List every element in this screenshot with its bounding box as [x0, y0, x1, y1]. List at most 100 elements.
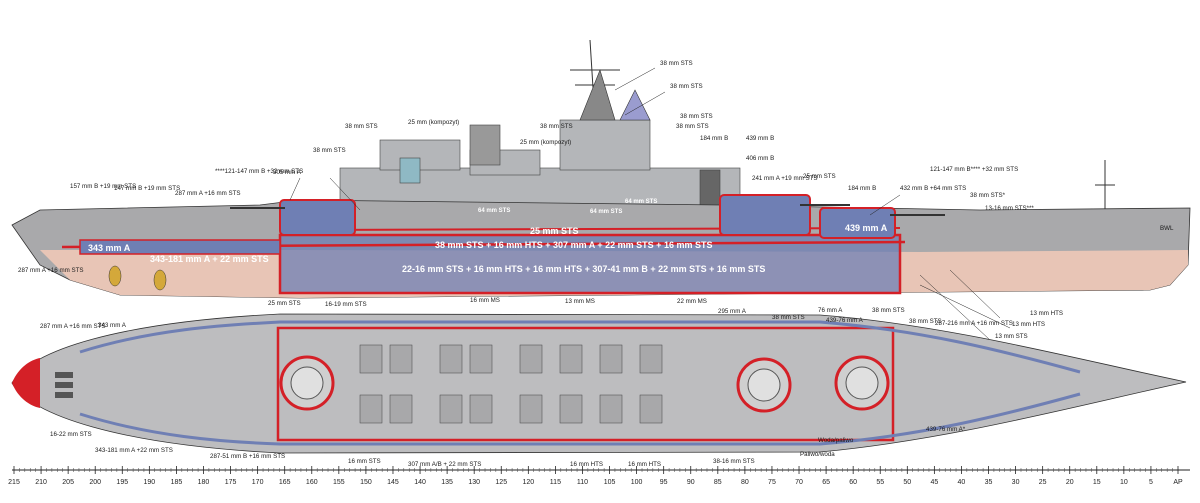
- callout: 184 mm B: [848, 185, 876, 192]
- callout: 406 mm B: [746, 155, 774, 162]
- scale-tick-label: 200: [89, 479, 101, 486]
- scale-tick-label: 30: [1012, 479, 1020, 486]
- scale-tick-label: 155: [333, 479, 345, 486]
- barbette: [736, 357, 792, 413]
- scale-tick-label: 115: [550, 479, 561, 486]
- callout: 439-76 mm A: [826, 317, 864, 324]
- callout: 38 mm STS: [909, 318, 942, 325]
- armor-label-lower: 22-16 mm STS + 16 mm HTS + 16 mm HTS + 3…: [402, 264, 765, 274]
- callout: Paliwo/woda: [800, 451, 835, 458]
- callout: 16-19 mm STS: [325, 301, 367, 308]
- funnel-main: [619, 89, 651, 121]
- callout: 38 mm STS: [872, 307, 905, 314]
- scale-tick-label: 125: [495, 479, 507, 486]
- armor-label-64-2: 64 mm STS: [590, 209, 622, 215]
- scale-tick-label: 85: [714, 479, 722, 486]
- scale-tick-label: 140: [414, 479, 426, 486]
- callout: 147 mm B +19 mm STS: [114, 185, 180, 192]
- scale-tick-label: 170: [252, 479, 264, 486]
- scale-tick-label: 10: [1120, 479, 1128, 486]
- bow-cap: [12, 358, 40, 408]
- callout: 38 mm STS: [540, 123, 573, 130]
- callout: 38-16 mm STS: [713, 458, 755, 465]
- scale-tick-label: 160: [306, 479, 318, 486]
- callout: ****121-147 mm B +32 mm STS: [215, 168, 303, 175]
- scale-tick-label: 55: [876, 479, 884, 486]
- turret-side-3: [819, 207, 945, 239]
- callout: 38 mm STS: [680, 113, 713, 120]
- callout: 13 mm STS: [995, 333, 1028, 340]
- callout: 343 mm A: [98, 322, 127, 329]
- armor-label-439: 439 mm A: [845, 223, 888, 233]
- armor-label-25sts: 25 mm STS: [530, 226, 579, 236]
- callout: 38 mm STS: [772, 314, 805, 321]
- callout: Woda/paliwo: [818, 437, 854, 444]
- top-callouts: 287 mm A +16 mm STS 343 mm A 16-22 mm ST…: [40, 308, 1013, 468]
- side-profile: 343 mm A 343-181 mm A + 22 mm STS 38 mm …: [11, 39, 1191, 341]
- citadel-deck: [276, 326, 895, 442]
- callout: 295 mm A: [718, 308, 747, 315]
- scale-tick-label: 165: [279, 479, 291, 486]
- callout: 307 mm A/B + 22 mm STS: [408, 461, 481, 468]
- machinery-blocks: [359, 344, 663, 424]
- callout: BWL: [1160, 225, 1174, 232]
- callout: 38 mm STS: [313, 147, 346, 154]
- callout: 38 mm STS*: [970, 192, 1006, 199]
- armor-label-64-1: 64 mm STS: [478, 208, 510, 214]
- scale-tick-label: 5: [1149, 479, 1153, 486]
- callout: 13 mm HTS: [1012, 321, 1045, 328]
- scale-tick-label: 25: [1039, 479, 1047, 486]
- scale-tick-label: 70: [795, 479, 803, 486]
- callout: 25 mm STS: [268, 300, 301, 307]
- scale-tick-label: 20: [1066, 479, 1074, 486]
- side-callouts: 38 mm STS 38 mm STS 38 mm STS 38 mm STS …: [18, 60, 1174, 340]
- scale-tick-label: 60: [849, 479, 857, 486]
- callout: 38 mm STS: [670, 83, 703, 90]
- scale-tick-label: 35: [985, 479, 993, 486]
- callout: 16 mm MS: [470, 297, 500, 304]
- armor-label-belt-a: 343 mm A: [88, 243, 131, 253]
- callout: 432 mm B +64 mm STS: [900, 185, 966, 192]
- top-view: 287 mm A +16 mm STS 343 mm A 16-22 mm ST…: [11, 308, 1187, 468]
- callout: 439-76 mm A*: [926, 426, 966, 433]
- scale-tick-label: 195: [116, 479, 128, 486]
- barbette: [279, 355, 335, 411]
- callout: 13 mm MS: [565, 298, 595, 305]
- forward-belt: [79, 239, 281, 255]
- callout: 121-147 mm B**** +32 mm STS: [930, 166, 1018, 173]
- callout: 38 mm STS: [676, 123, 709, 130]
- scale-tick-label: 50: [903, 479, 911, 486]
- scale-tick-label: 95: [660, 479, 668, 486]
- callout: 157 mm B +19 mm STS: [70, 183, 136, 190]
- callout: 241 mm A +19 mm STS: [752, 175, 818, 182]
- scale-tick-label: 15: [1093, 479, 1101, 486]
- scale-tick-label: 110: [577, 479, 588, 486]
- scale-tick-label: 105: [604, 479, 616, 486]
- scale-tick-label: 90: [687, 479, 695, 486]
- armor-label-64-3: 64 mm STS: [625, 199, 657, 205]
- barbette: [834, 355, 890, 411]
- scale-tick-label: 180: [198, 479, 210, 486]
- scale-tick-label: 150: [360, 479, 372, 486]
- scale-tick-label: 45: [930, 479, 938, 486]
- callout: 287 mm A +16 mm STS: [175, 190, 241, 197]
- armor-label-main-deck: 38 mm STS + 16 mm HTS + 307 mm A + 22 mm…: [435, 240, 712, 250]
- scale-tick-label: 135: [441, 479, 453, 486]
- callout: 22 mm MS: [677, 298, 707, 305]
- callout: 25 mm (kompozyt): [408, 119, 459, 126]
- leader-lines: [289, 67, 1011, 341]
- callout: 287-216 mm A +16 mm STS: [935, 320, 1013, 327]
- callout: 184 mm B: [700, 135, 728, 142]
- turret-side-1: [230, 199, 356, 236]
- scale-tick-label: 145: [387, 479, 399, 486]
- callout: 16 mm STS: [348, 458, 381, 465]
- scale-tick-label: 205: [62, 479, 74, 486]
- scale-tick-label: 120: [522, 479, 534, 486]
- callout: 38 mm STS: [660, 60, 693, 67]
- mast-rig: [579, 69, 616, 121]
- armor-label-belt-fwd: 343-181 mm A + 22 mm STS: [150, 254, 269, 264]
- scale-tick-label: 80: [741, 479, 749, 486]
